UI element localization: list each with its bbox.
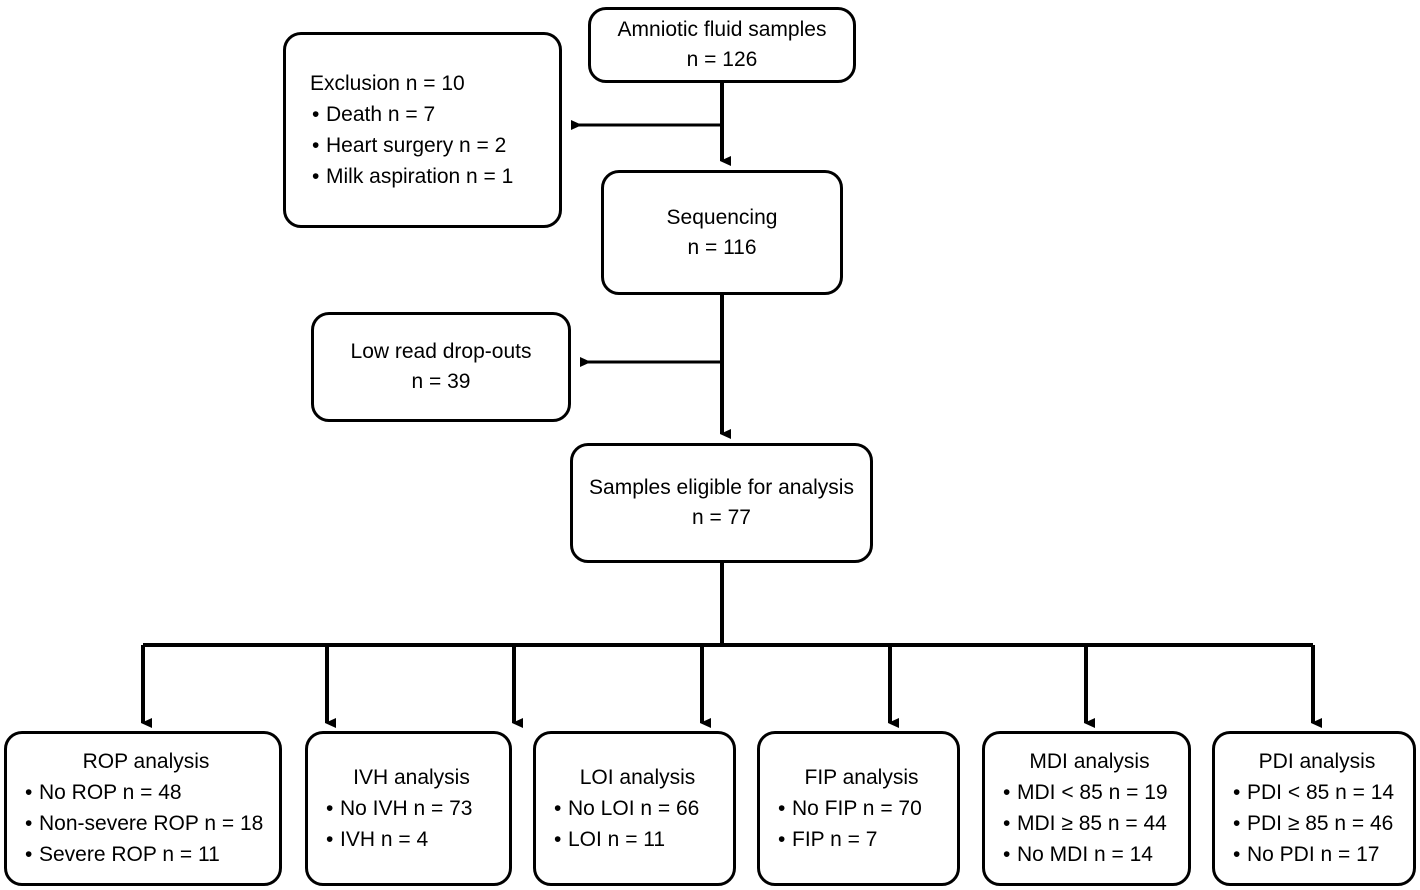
node-loi-analysis: LOI analysis No LOI n = 66 LOI n = 11 [533, 731, 736, 886]
node-title: ROP analysis [82, 750, 210, 773]
list-item: No LOI n = 66 [552, 793, 723, 824]
list-item: FIP n = 7 [776, 824, 947, 855]
list-item: PDI < 85 n = 14 [1231, 777, 1403, 808]
node-item-list: No FIP n = 70 FIP n = 7 [776, 793, 947, 855]
node-title: Samples eligible for analysis [589, 476, 854, 499]
node-title: Low read drop-outs [350, 340, 532, 363]
node-ivh-analysis: IVH analysis No IVH n = 73 IVH n = 4 [305, 731, 512, 886]
list-item: No ROP n = 48 [23, 777, 269, 808]
list-item: IVH n = 4 [324, 824, 499, 855]
node-title: PDI analysis [1258, 750, 1376, 773]
node-title: FIP analysis [804, 765, 919, 789]
node-count: n = 77 [692, 506, 751, 529]
list-item: Severe ROP n = 11 [23, 839, 269, 870]
node-rop-analysis: ROP analysis No ROP n = 48 Non-severe RO… [4, 731, 282, 886]
node-item-list: MDI < 85 n = 19 MDI ≥ 85 n = 44 No MDI n… [1001, 777, 1178, 870]
node-title: MDI analysis [1029, 750, 1150, 773]
list-item: No MDI n = 14 [1001, 839, 1178, 870]
list-item: Heart surgery n = 2 [310, 130, 559, 161]
list-item: Milk aspiration n = 1 [310, 161, 559, 192]
node-title: Amniotic fluid samples [617, 18, 827, 41]
node-low-read-dropouts: Low read drop-outs n = 39 [311, 312, 571, 422]
node-count: n = 39 [411, 370, 471, 393]
node-item-list: No ROP n = 48 Non-severe ROP n = 18 Seve… [23, 777, 269, 870]
node-item-list: Death n = 7 Heart surgery n = 2 Milk asp… [310, 99, 559, 192]
node-count: n = 116 [687, 235, 757, 259]
node-item-list: PDI < 85 n = 14 PDI ≥ 85 n = 46 No PDI n… [1231, 777, 1403, 870]
node-title: IVH analysis [353, 765, 470, 789]
list-item: Death n = 7 [310, 99, 559, 130]
node-fip-analysis: FIP analysis No FIP n = 70 FIP n = 7 [757, 731, 960, 886]
node-samples-eligible: Samples eligible for analysis n = 77 [570, 443, 873, 563]
node-exclusion: Exclusion n = 10 Death n = 7 Heart surge… [283, 32, 562, 228]
node-item-list: No IVH n = 73 IVH n = 4 [324, 793, 499, 855]
list-item: Non-severe ROP n = 18 [23, 808, 269, 839]
list-item: MDI ≥ 85 n = 44 [1001, 808, 1178, 839]
node-pdi-analysis: PDI analysis PDI < 85 n = 14 PDI ≥ 85 n … [1212, 731, 1416, 886]
node-title: Exclusion n = 10 [310, 71, 465, 95]
node-count: n = 126 [686, 48, 758, 71]
node-item-list: No LOI n = 66 LOI n = 11 [552, 793, 723, 855]
node-sequencing: Sequencing n = 116 [601, 170, 843, 295]
node-title: Sequencing [666, 205, 778, 229]
node-title: LOI analysis [579, 765, 696, 789]
list-item: PDI ≥ 85 n = 46 [1231, 808, 1403, 839]
list-item: No IVH n = 73 [324, 793, 499, 824]
list-item: MDI < 85 n = 19 [1001, 777, 1178, 808]
list-item: No PDI n = 17 [1231, 839, 1403, 870]
node-amniotic-fluid-samples: Amniotic fluid samples n = 126 [588, 7, 856, 83]
list-item: No FIP n = 70 [776, 793, 947, 824]
list-item: LOI n = 11 [552, 824, 723, 855]
node-mdi-analysis: MDI analysis MDI < 85 n = 19 MDI ≥ 85 n … [982, 731, 1191, 886]
